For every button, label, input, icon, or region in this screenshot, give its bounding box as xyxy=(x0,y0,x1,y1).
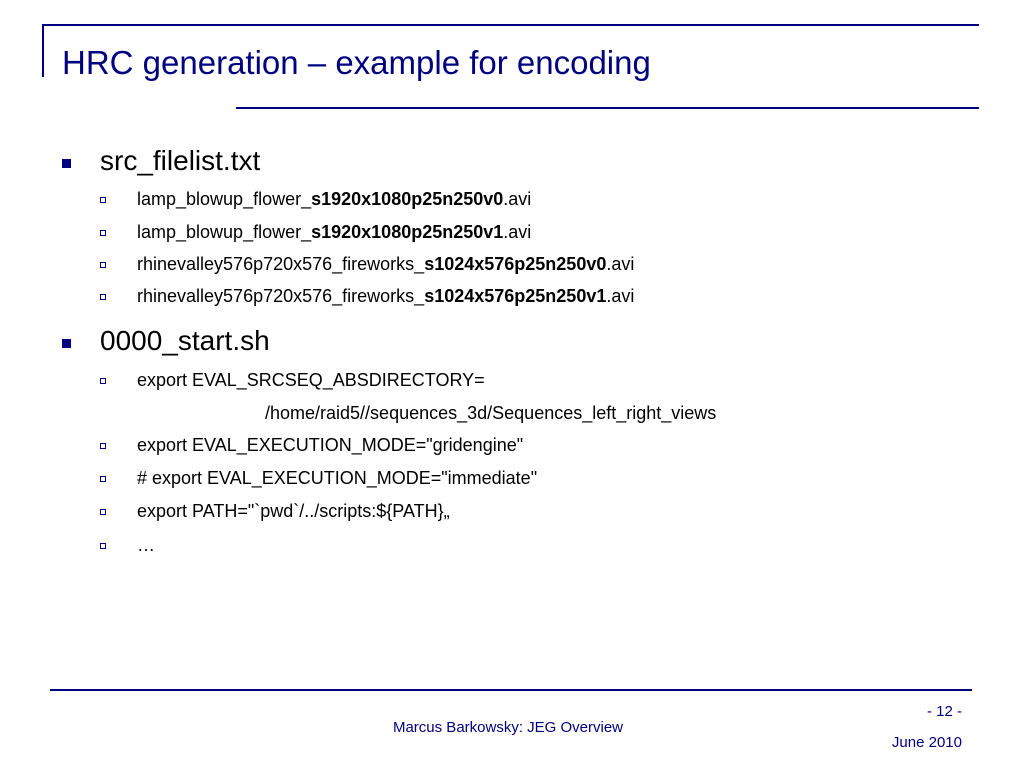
hollow-square-bullet-icon xyxy=(100,509,106,515)
slide-title: HRC generation – example for encoding xyxy=(62,44,651,81)
list-item-continuation: /home/raid5//sequences_3d/Sequences_left… xyxy=(265,403,717,423)
hollow-square-bullet-icon xyxy=(100,443,106,449)
hollow-square-bullet-icon xyxy=(100,230,106,236)
list-item-text: export PATH="`pwd`/../scripts:${PATH}„ xyxy=(137,501,450,521)
filename-code: s1920x1080p25n250v0 xyxy=(311,189,504,209)
filename-prefix: lamp_blowup_flower_ xyxy=(137,222,312,242)
list-item-text: export EVAL_EXECUTION_MODE="gridengine" xyxy=(137,435,524,455)
section-heading-text: 0000_start.sh xyxy=(100,325,270,356)
filename-code: s1024x576p25n250v0 xyxy=(424,254,607,274)
footer-author: Marcus Barkowsky: JEG Overview xyxy=(392,719,624,736)
hollow-square-bullet-icon xyxy=(100,378,106,384)
filename-ext: .avi xyxy=(503,222,532,242)
filename-prefix: lamp_blowup_flower_ xyxy=(137,189,312,209)
list-item-text: … xyxy=(137,535,155,555)
square-bullet-icon xyxy=(62,159,71,168)
filename-ext: .avi xyxy=(503,189,532,209)
page-number: - 12 - xyxy=(926,703,962,720)
footer-date: June 2010 xyxy=(891,734,962,751)
hollow-square-bullet-icon xyxy=(100,262,106,268)
square-bullet-icon xyxy=(62,339,71,348)
filename-ext: .avi xyxy=(606,286,635,306)
filename-code: s1024x576p25n250v1 xyxy=(424,286,607,306)
filename-ext: .avi xyxy=(606,254,635,274)
list-item-text: export EVAL_SRCSEQ_ABSDIRECTORY= xyxy=(137,370,485,390)
hollow-square-bullet-icon xyxy=(100,476,106,482)
hollow-square-bullet-icon xyxy=(100,197,106,203)
list-item-text: # export EVAL_EXECUTION_MODE="immediate" xyxy=(137,468,538,488)
footer-line xyxy=(50,689,972,691)
hollow-square-bullet-icon xyxy=(100,294,106,300)
title-underline xyxy=(236,107,979,109)
filename-code: s1920x1080p25n250v1 xyxy=(311,222,504,242)
frame-top-line xyxy=(42,24,979,26)
hollow-square-bullet-icon xyxy=(100,543,106,549)
filename-prefix: rhinevalley576p720x576_fireworks_ xyxy=(137,286,425,306)
frame-left-line xyxy=(42,24,44,77)
filename-prefix: rhinevalley576p720x576_fireworks_ xyxy=(137,254,425,274)
section-heading-text: src_filelist.txt xyxy=(100,145,261,176)
